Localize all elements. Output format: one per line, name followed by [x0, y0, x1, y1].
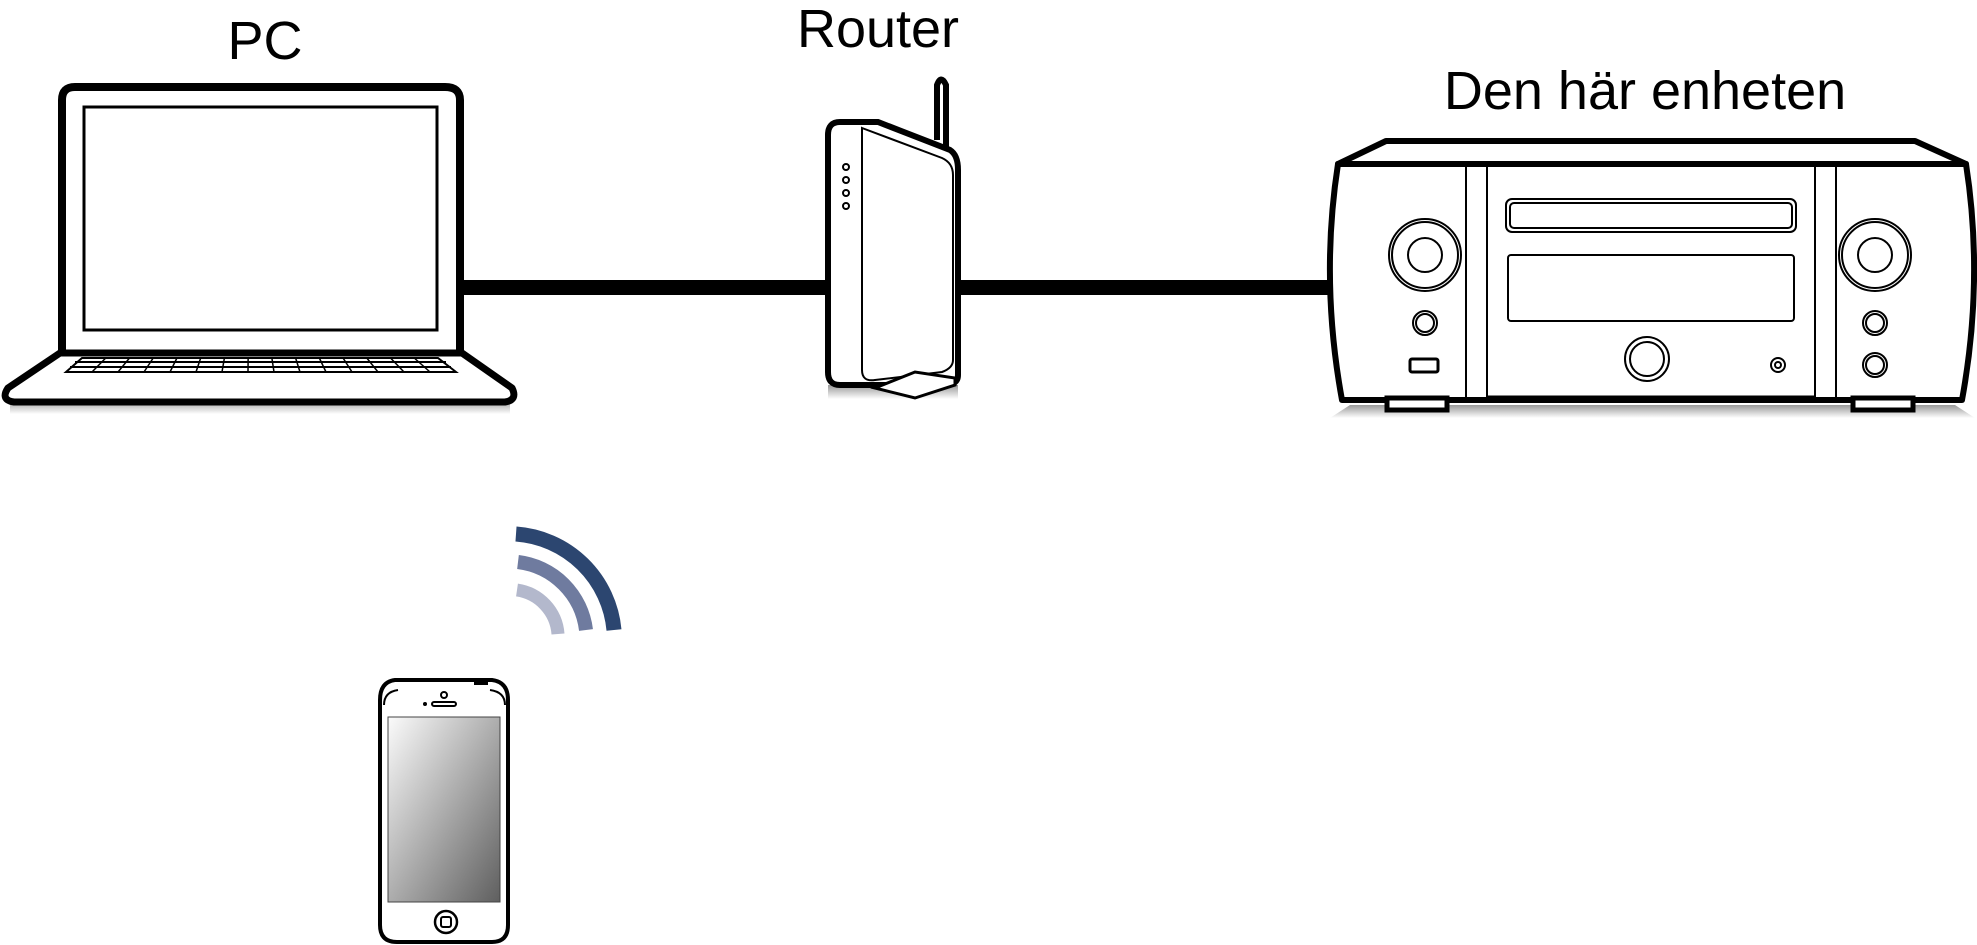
keyboard-key-divider — [221, 357, 226, 373]
pc-label: PC — [227, 11, 303, 71]
laptop-icon — [1, 83, 518, 414]
keyboard-key-divider — [366, 357, 379, 373]
keyboard-key-divider — [413, 357, 431, 373]
cable-pc-router — [455, 280, 830, 295]
receiver-icon — [1326, 138, 1977, 418]
wifi-signal-icon — [515, 526, 622, 635]
router-icon — [825, 76, 961, 400]
keyboard-key-divider — [117, 357, 131, 373]
keyboard-key-divider — [143, 357, 154, 373]
keyboard-key-divider — [294, 357, 301, 373]
keyboard-key-divider — [389, 357, 405, 373]
keyboard-key-divider — [271, 357, 275, 373]
keyboard-key-divider — [169, 357, 178, 373]
cable-router-device — [955, 280, 1335, 295]
smartphone-icon — [378, 678, 510, 944]
router-label: Router — [796, 0, 960, 59]
keyboard-key-divider — [195, 357, 202, 373]
keyboard-key-divider — [318, 357, 327, 373]
keyboard-key-divider — [91, 357, 107, 373]
device-label: Den här enheten — [1443, 61, 1847, 121]
keyboard-key-divider — [342, 357, 353, 373]
